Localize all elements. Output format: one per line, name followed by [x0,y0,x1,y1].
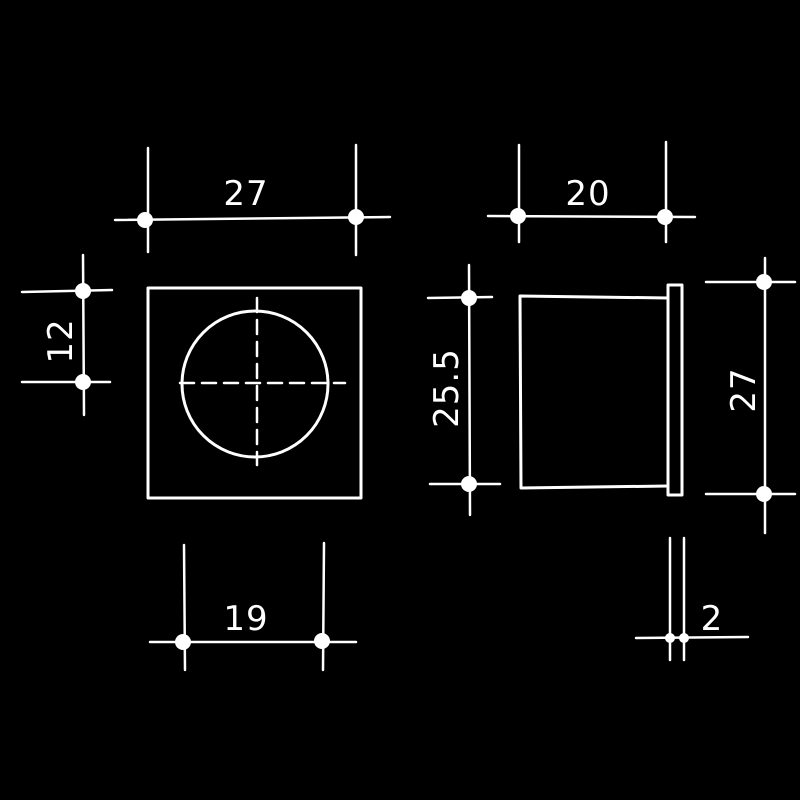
dimension-label-flange-thickness: 2 [701,599,724,639]
dimension-side-total-height: 27 [704,256,797,535]
front-view-square [146,286,363,500]
dimension-side-depth: 20 [486,140,697,244]
dimension-label-side-total-height: 27 [724,367,764,412]
dimension-flange-thickness: 2 [634,536,750,662]
side-view [518,283,684,497]
front-view [146,286,363,500]
dimension-label-front-height: 12 [41,318,81,363]
side-view-flange [666,283,684,497]
dimension-label-side-body-height: 25.5 [427,348,467,428]
dimension-front-height: 12 [20,253,114,417]
dimension-side-body-height: 25.5 [426,263,502,517]
dimension-label-side-depth: 20 [565,174,610,214]
dimension-label-front-bottom-width: 19 [223,599,268,639]
dimension-front-width: 27 [113,143,392,257]
dimension-front-bottom-width: 19 [148,541,358,672]
dimension-label-front-width: 27 [223,174,268,214]
side-view-body [518,294,670,490]
